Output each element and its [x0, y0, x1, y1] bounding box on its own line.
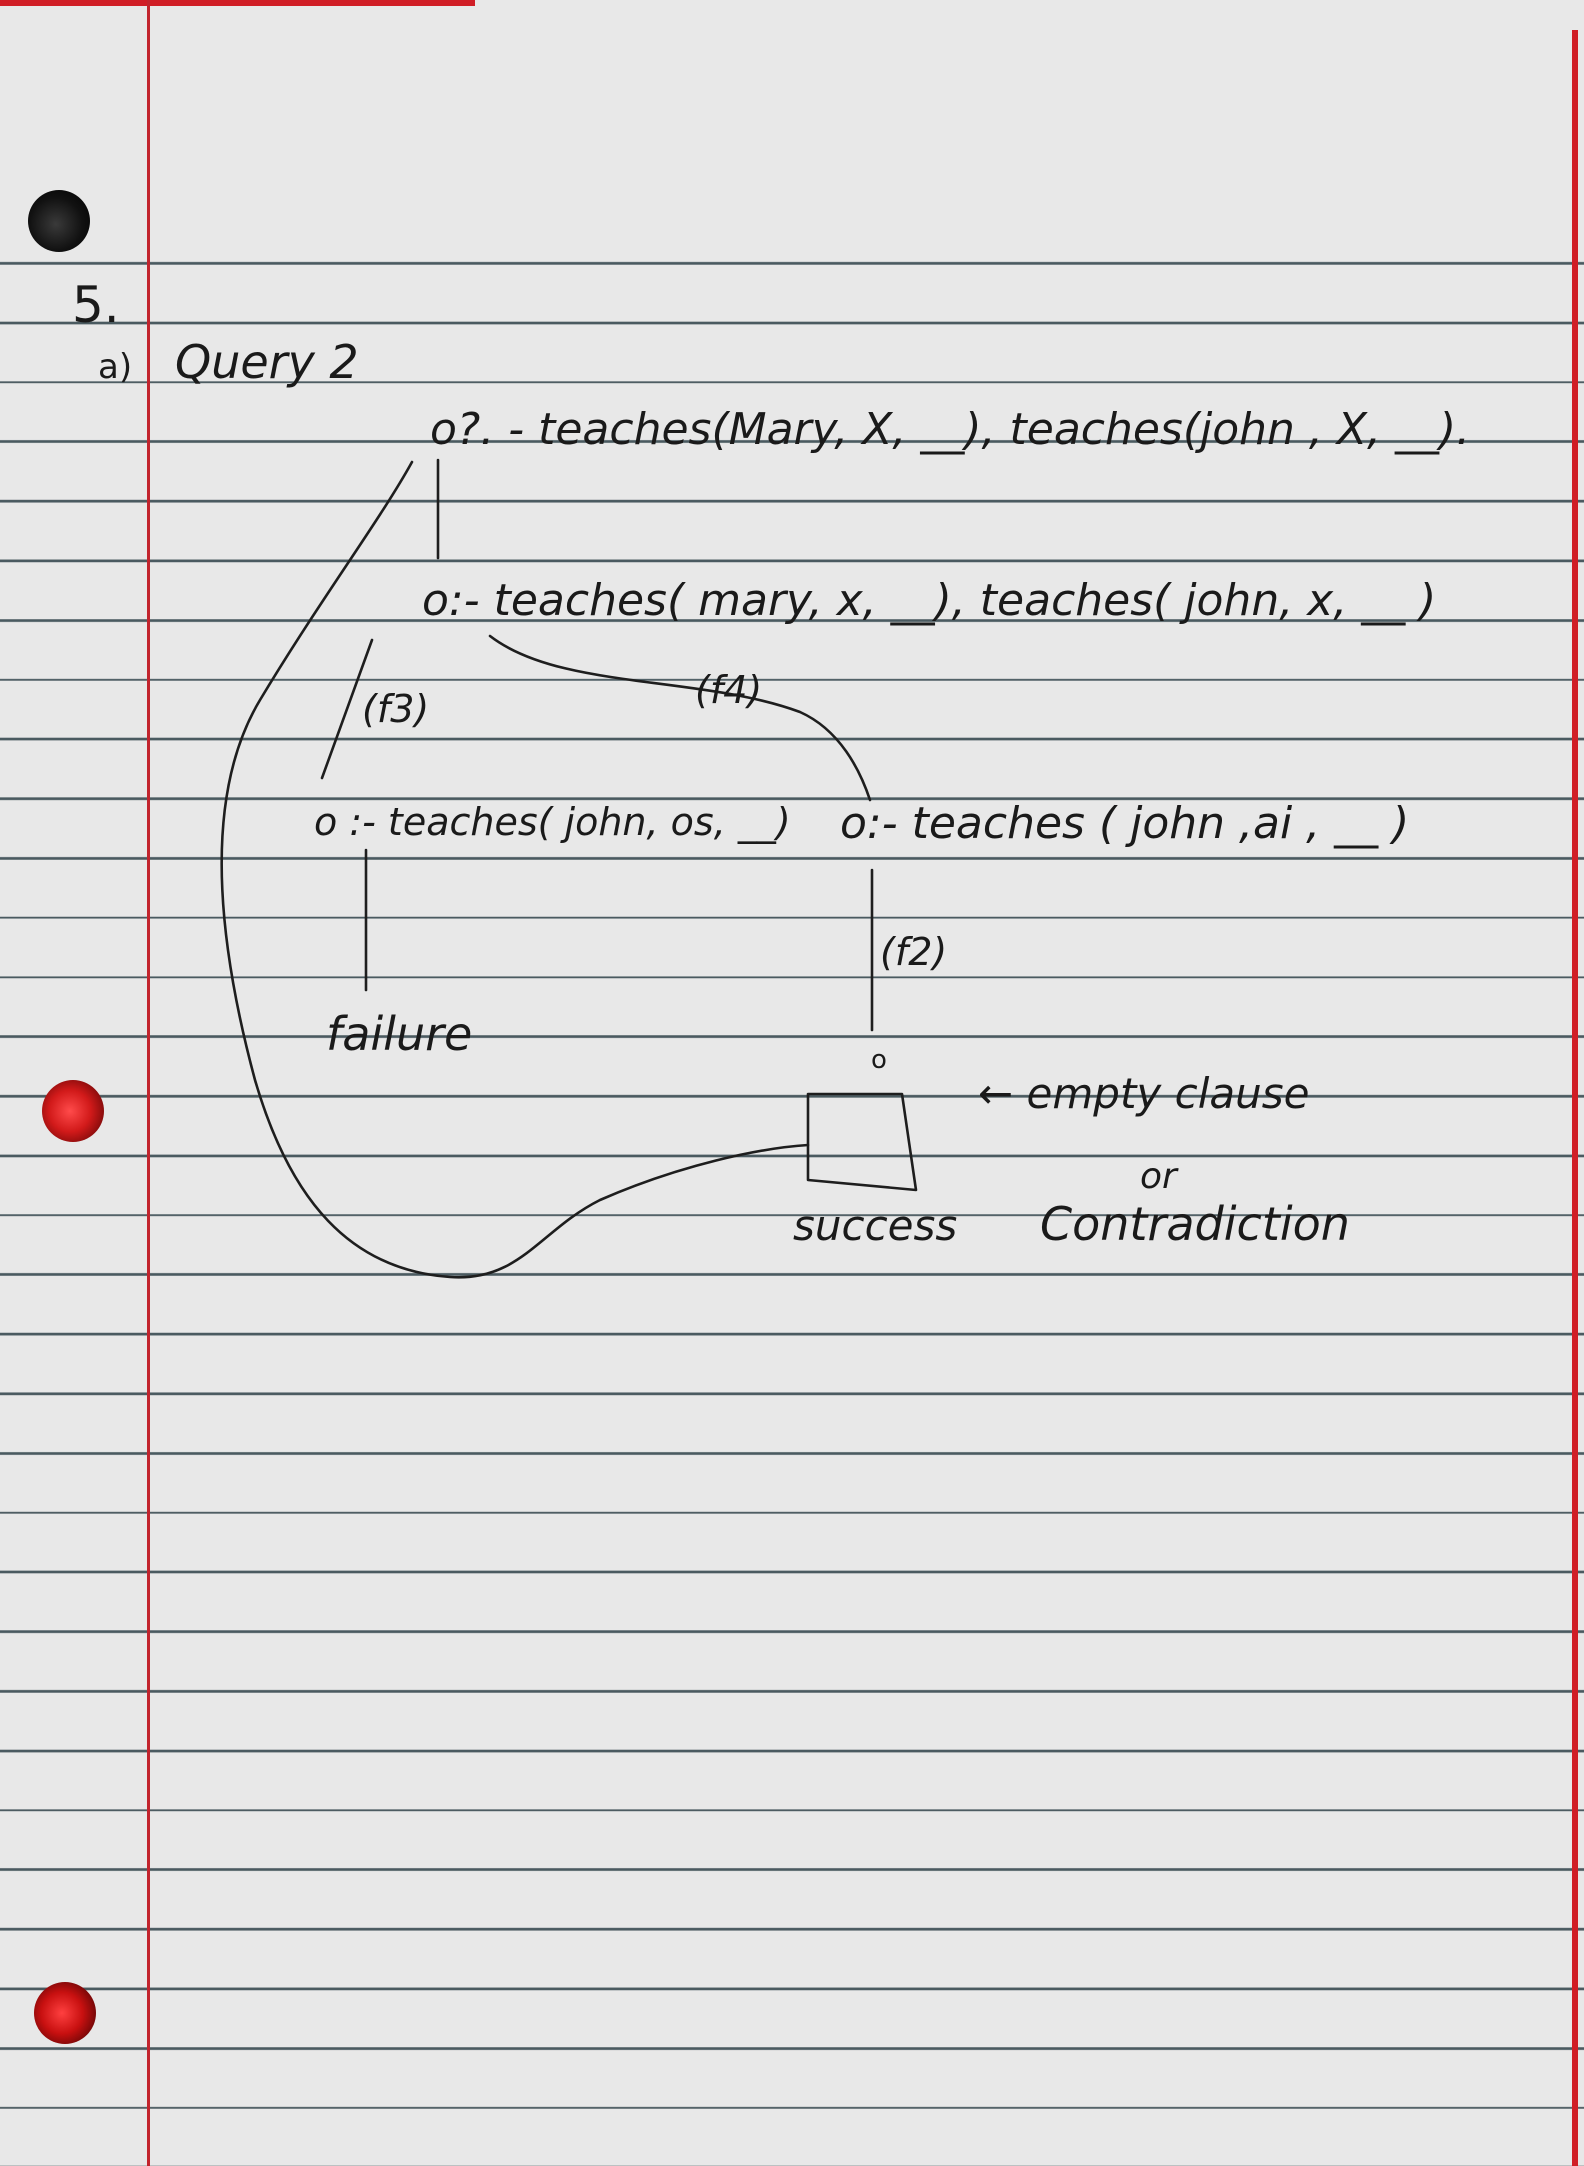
edge-label-f3: (f3) [362, 687, 429, 731]
loop-root-to-success [220, 460, 810, 1279]
page-header-blank [0, 0, 1584, 205]
or-label: or [1140, 1156, 1179, 1197]
contradiction-label: Contradiction [1040, 1197, 1350, 1251]
edge-label-f2: (f2) [880, 930, 947, 974]
node-left: o :- teaches( john, os, __) [314, 800, 791, 844]
empty-clause-box [806, 1092, 918, 1192]
leaf-dot: o [871, 1045, 887, 1075]
root-query: o?. - teaches(Mary, X, __), teaches(john… [430, 404, 1470, 455]
node-1: o:- teaches( mary, x, __), teaches( john… [422, 575, 1436, 626]
right-edge [1572, 30, 1578, 2166]
failure-label: failure [326, 1007, 472, 1061]
edge-left-branch [320, 638, 374, 780]
node-right: o:- teaches ( john ,ai , __ ) [840, 798, 1409, 849]
top-edge [0, 0, 1584, 6]
binder-hole-top [28, 190, 90, 252]
edge-right-branch [488, 634, 872, 802]
binder-hole-bottom [34, 1982, 96, 2044]
part-label: a) [98, 347, 132, 387]
edge-label-f4: (f4) [695, 668, 762, 712]
margin-line [147, 0, 150, 2166]
question-number: 5. [72, 276, 120, 334]
query-title: Query 2 [175, 335, 359, 389]
binder-hole-middle [42, 1080, 104, 1142]
empty-clause-note: ← empty clause [978, 1069, 1309, 1118]
success-label: success [793, 1201, 957, 1250]
